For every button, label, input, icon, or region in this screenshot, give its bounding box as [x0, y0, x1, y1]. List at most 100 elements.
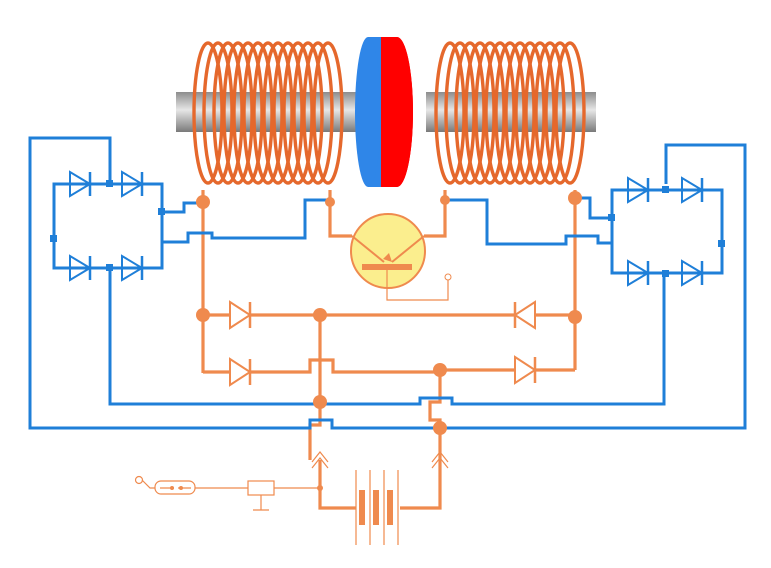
left-solenoid-coil: [176, 41, 356, 185]
coil-turn: [524, 41, 556, 185]
coil-turn: [192, 41, 224, 185]
diode-icon: [229, 357, 252, 387]
left-bridge-to-left-coil: [162, 201, 203, 214]
right-coil-outer-to-bridge: [575, 196, 612, 220]
central-diode-network: [229, 300, 537, 387]
magnet-blue-side: [355, 37, 381, 187]
sensor-lead-right: [391, 235, 425, 263]
center-right-vertical: [428, 370, 442, 460]
resistor: [247, 480, 275, 496]
diode-icon: [121, 254, 144, 282]
coil-turn: [444, 41, 476, 185]
coil-turn: [262, 41, 294, 185]
junction-node: [662, 186, 669, 193]
left-core-rod: [176, 92, 356, 132]
coil-turn: [474, 41, 506, 185]
contact-arrow-icon: [311, 451, 329, 469]
coil-turn: [242, 41, 274, 185]
diode-icon: [121, 170, 144, 198]
outer-left-loop: [28, 136, 747, 430]
battery-left-wire: [318, 460, 356, 510]
coil-turn: [454, 41, 486, 185]
coil-turn: [312, 41, 344, 185]
coil-turn: [202, 41, 234, 185]
sensor-base-bar: [362, 264, 412, 270]
coil-turn: [222, 41, 254, 185]
contact-arrows: [311, 451, 449, 469]
coil-turn: [272, 41, 304, 185]
reed-lead-left: [141, 479, 155, 489]
coil-turn: [212, 41, 244, 185]
junction-dot: [196, 195, 210, 209]
junction-dot: [325, 197, 335, 207]
coil-turn: [282, 41, 314, 185]
blue-wiring: [28, 136, 747, 430]
diode-icon: [69, 254, 92, 282]
diode-icon: [229, 300, 252, 330]
center-left-vertical: [308, 315, 322, 460]
left-coil-inner-to-sensor: [328, 190, 352, 238]
diode-icon: [514, 355, 537, 385]
diode-icon: [69, 170, 92, 198]
junction-node: [662, 270, 669, 277]
coil-turn: [514, 41, 546, 185]
junction-node: [718, 240, 725, 247]
coil-turn: [464, 41, 496, 185]
junction-dots: [196, 191, 582, 435]
reed-contact-dot: [179, 486, 183, 490]
coil-turn: [554, 41, 586, 185]
left-diode-bridge: [50, 170, 165, 282]
rotating-magnet-disc: [355, 37, 413, 187]
diode-icon: [627, 176, 650, 204]
input-terminal: [134, 475, 144, 485]
sensor-lead-left: [351, 235, 385, 263]
junction-node: [158, 208, 165, 215]
coil-turn: [302, 41, 334, 185]
coil-turn: [232, 41, 264, 185]
coil-turn: [504, 41, 536, 185]
magnet-red-cap: [381, 37, 413, 187]
right-diode-bridge: [608, 176, 725, 287]
diode-icon: [513, 300, 536, 330]
coil-turn: [434, 41, 466, 185]
coil-turn: [484, 41, 516, 185]
right-core-rod: [426, 92, 596, 132]
sensor-output-lead: [386, 270, 449, 301]
junction-dot: [196, 308, 210, 322]
junction-dot: [317, 485, 323, 491]
junction-dot: [313, 308, 327, 322]
junction-node: [608, 214, 615, 221]
battery-right-wire: [400, 460, 442, 510]
orange-wiring: [201, 190, 577, 510]
left-bridge-to-center: [162, 198, 330, 244]
hall-sensor: [350, 213, 452, 301]
inner-loop: [108, 268, 666, 406]
coil-turn: [544, 41, 576, 185]
junction-dot: [440, 195, 450, 205]
coil-turn: [534, 41, 566, 185]
right-coil-inner-to-sensor: [424, 190, 447, 238]
junction-node: [106, 180, 113, 187]
junction-dot: [433, 421, 447, 435]
right-coil-to-right-bridge: [445, 198, 612, 246]
diode-icon: [681, 176, 704, 204]
junction-dot: [568, 310, 582, 324]
hall-sensor-body: [350, 213, 426, 289]
junction-dot: [568, 191, 582, 205]
coil-turn: [252, 41, 284, 185]
right-solenoid-coil: [426, 41, 596, 185]
junction-node: [106, 264, 113, 271]
diode-icon: [627, 259, 650, 287]
diode-icon: [681, 259, 704, 287]
coil-turn: [292, 41, 324, 185]
junction-node: [50, 235, 57, 242]
reed-contact-dot: [170, 486, 174, 490]
contact-arrow-icon: [431, 451, 449, 469]
coil-turn: [494, 41, 526, 185]
junction-dot: [433, 363, 447, 377]
sensor-arrow-icon: [383, 253, 392, 262]
reed-switch-and-resistor: [134, 475, 323, 511]
resistor-ground: [253, 495, 269, 511]
